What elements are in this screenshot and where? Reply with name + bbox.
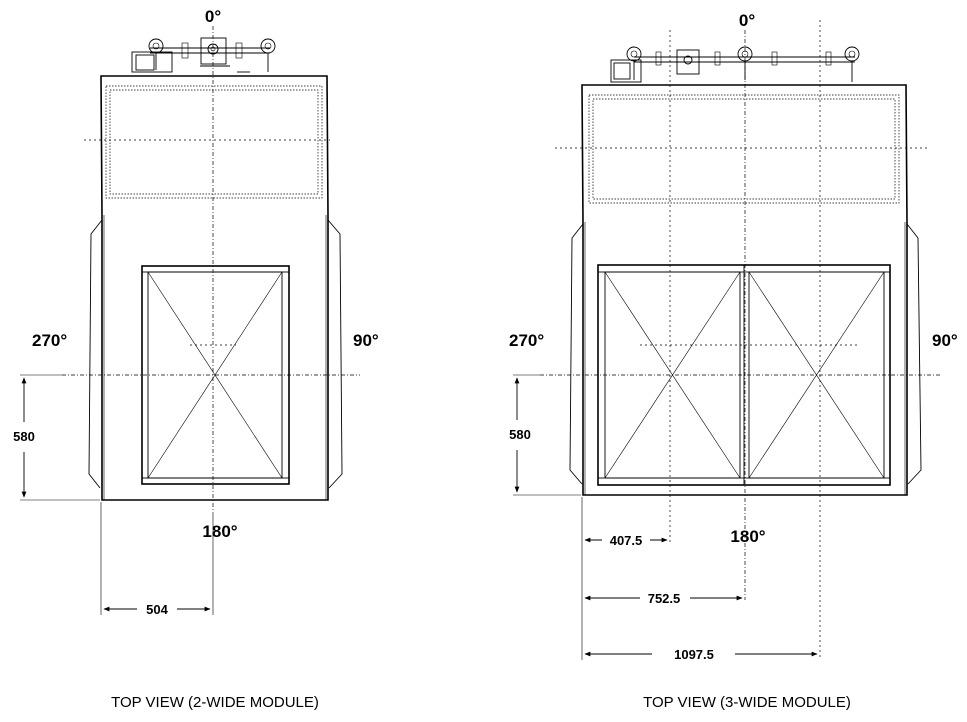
view-2-wide: 0° 270° 90° 180° 580 504 TOP VIEW (2-WID… xyxy=(13,7,379,711)
angle-bottom-label: 180° xyxy=(730,527,765,546)
piping-assembly-3wide xyxy=(610,46,860,83)
dimensions-horizontal-3wide: 407.5 752.5 1097.5 xyxy=(581,497,818,662)
module-body-2wide xyxy=(62,26,360,512)
view-caption-2wide: TOP VIEW (2-WIDE MODULE) xyxy=(111,694,319,711)
angle-right-label: 90° xyxy=(353,331,379,350)
piping-assembly-2wide xyxy=(131,37,276,73)
dimension-horizontal-2wide: 504 xyxy=(100,502,214,617)
angle-left-label: 270° xyxy=(509,331,544,350)
dimension-504-label: 504 xyxy=(146,602,168,617)
module-body-3wide xyxy=(540,20,940,660)
dimension-752-5-label: 752.5 xyxy=(648,591,681,606)
angle-left-label: 270° xyxy=(32,331,67,350)
angle-right-label: 90° xyxy=(932,331,958,350)
angle-top-label: 0° xyxy=(739,11,755,30)
view-3-wide: 0° 270° 90° 180° 580 407.5 752.5 1097.5 xyxy=(509,11,958,711)
angle-bottom-label: 180° xyxy=(202,522,237,541)
dimension-580-label: 580 xyxy=(13,429,35,444)
dimension-580-label: 580 xyxy=(509,427,531,442)
dimension-1097-5-label: 1097.5 xyxy=(674,647,714,662)
view-caption-3wide: TOP VIEW (3-WIDE MODULE) xyxy=(643,694,851,711)
dimension-vertical-2wide: 580 xyxy=(13,374,100,501)
dimension-vertical-3wide: 580 xyxy=(509,374,581,496)
dimension-407-5-label: 407.5 xyxy=(610,533,643,548)
angle-top-label: 0° xyxy=(205,7,221,26)
